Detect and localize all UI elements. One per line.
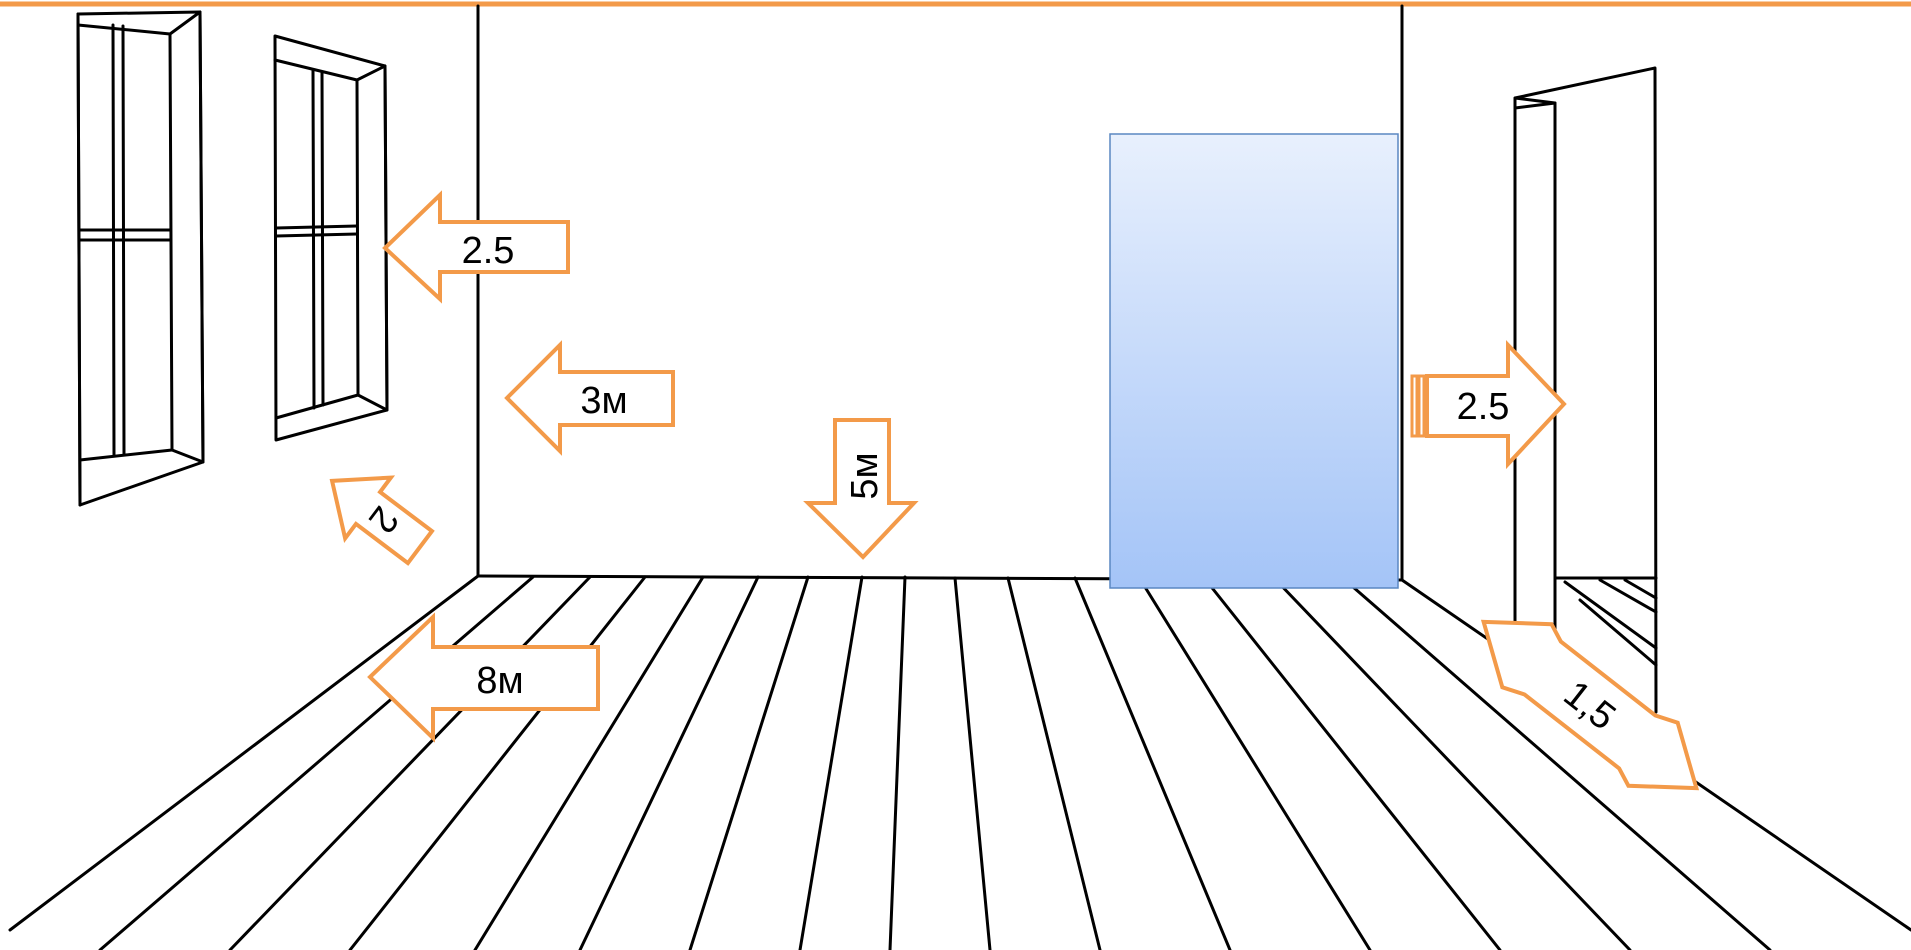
left-floor-edge <box>8 574 480 932</box>
arrow-floor-length: 8м <box>367 612 600 743</box>
window-right-of-left <box>273 34 389 442</box>
label-wall-height: 3м <box>580 380 627 422</box>
floor-boards <box>98 575 1772 950</box>
arrow-window-width: 2 <box>329 475 435 566</box>
label-wall-width: 5м <box>844 452 886 499</box>
arrow-wall-width: 5м <box>803 418 919 560</box>
arrow-window-height: 2.5 <box>382 190 570 304</box>
label-door-height: 2.5 <box>1457 386 1510 428</box>
arrow-door-width: 1,5 <box>1480 619 1700 791</box>
window-left <box>76 10 205 507</box>
blue-panel <box>1109 133 1399 589</box>
arrow-wall-height: 3м <box>504 340 675 456</box>
arrow-door-height: 2.5 <box>1410 339 1567 470</box>
label-floor-length: 8м <box>476 660 523 702</box>
label-window-height: 2.5 <box>462 230 515 272</box>
room-edges <box>8 4 1911 932</box>
